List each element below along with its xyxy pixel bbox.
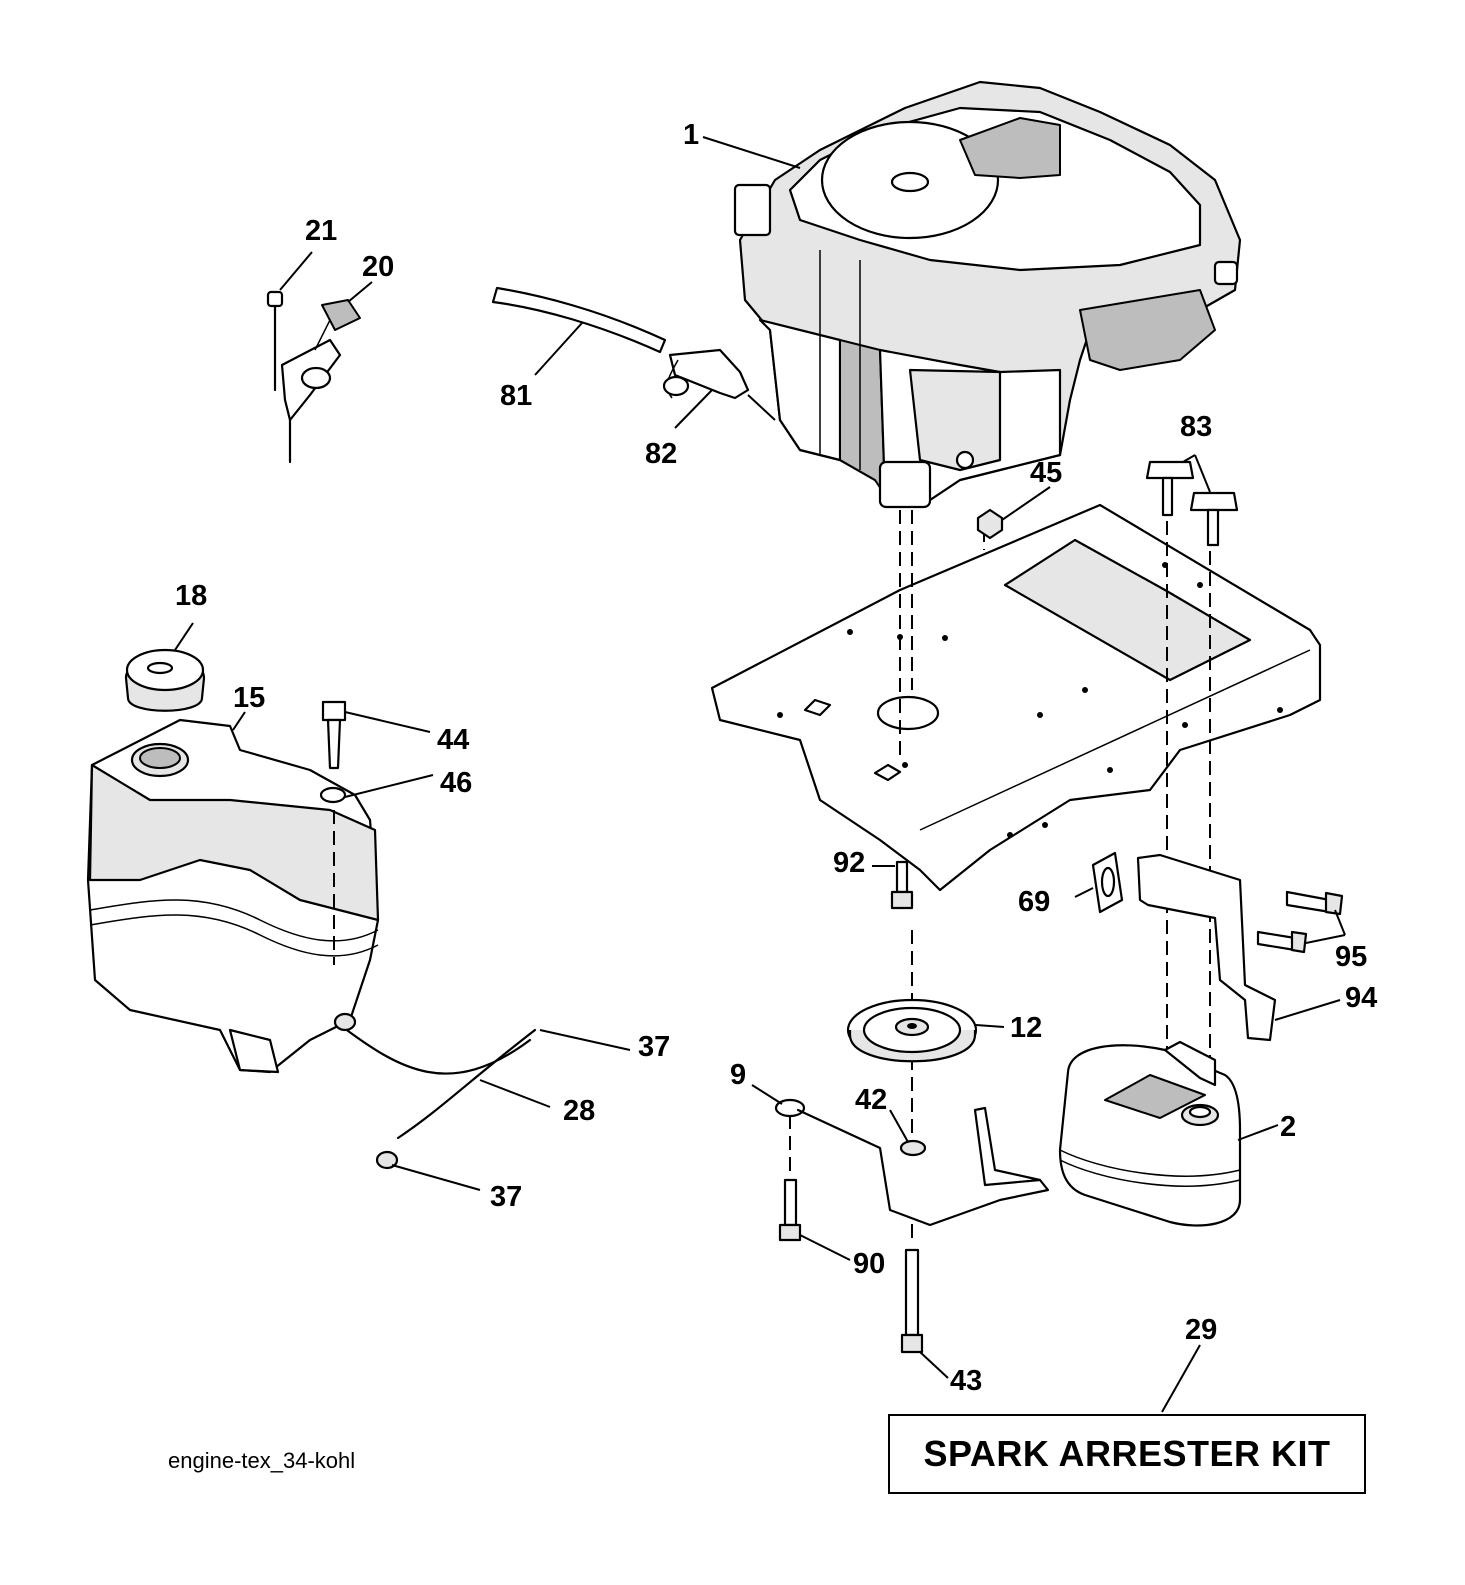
callout-37-lower: 37 <box>490 1181 522 1213</box>
exhaust-assembly <box>1091 851 1344 1042</box>
spark-arrester-kit-box: SPARK ARRESTER KIT <box>888 1414 1366 1494</box>
screw-and-washer <box>319 700 347 965</box>
callout-83: 83 <box>1180 411 1212 443</box>
support-rod <box>774 1098 1050 1354</box>
muffler <box>1058 1040 1242 1227</box>
callout-18: 18 <box>175 580 207 612</box>
callout-90: 90 <box>853 1248 885 1280</box>
callout-46: 46 <box>440 767 472 799</box>
callout-29: 29 <box>1185 1314 1217 1346</box>
leader-lines <box>174 136 1346 1413</box>
diagram-reference-code: engine-tex_34-kohl <box>168 1448 356 1473</box>
fuel-line-and-valve <box>491 286 776 421</box>
callout-92: 92 <box>833 847 865 879</box>
callout-2: 2 <box>1280 1111 1296 1143</box>
callout-28: 28 <box>563 1095 595 1127</box>
callout-9: 9 <box>730 1059 746 1091</box>
pulley <box>846 998 978 1063</box>
callout-82: 82 <box>645 438 677 470</box>
fuel-cap <box>124 648 206 712</box>
callout-95: 95 <box>1335 941 1367 973</box>
callout-1: 1 <box>683 119 699 151</box>
callout-12: 12 <box>1010 1012 1042 1044</box>
spark-arrester-kit-label: SPARK ARRESTER KIT <box>923 1433 1331 1474</box>
callout-45: 45 <box>1030 457 1062 489</box>
callout-numbers: 1 21 20 81 82 83 45 18 15 44 46 92 69 95… <box>175 119 1377 1397</box>
fuel-tank <box>86 718 380 1074</box>
callout-15: 15 <box>233 682 265 714</box>
callout-44: 44 <box>437 724 469 756</box>
callout-69: 69 <box>1018 886 1050 918</box>
throttle-bracket <box>266 290 361 464</box>
callout-21: 21 <box>305 215 337 247</box>
callout-94: 94 <box>1345 982 1377 1014</box>
bolt-92 <box>890 860 914 910</box>
fuel-hose <box>333 1012 537 1170</box>
callout-37-upper: 37 <box>638 1031 670 1063</box>
callout-81: 81 <box>500 380 532 412</box>
callout-42: 42 <box>855 1084 887 1116</box>
engine-assembly <box>733 80 1242 509</box>
callout-20: 20 <box>362 251 394 283</box>
nut-and-bolts <box>976 460 1239 547</box>
engine-mount-plate <box>710 503 1322 892</box>
callout-43: 43 <box>950 1365 982 1397</box>
